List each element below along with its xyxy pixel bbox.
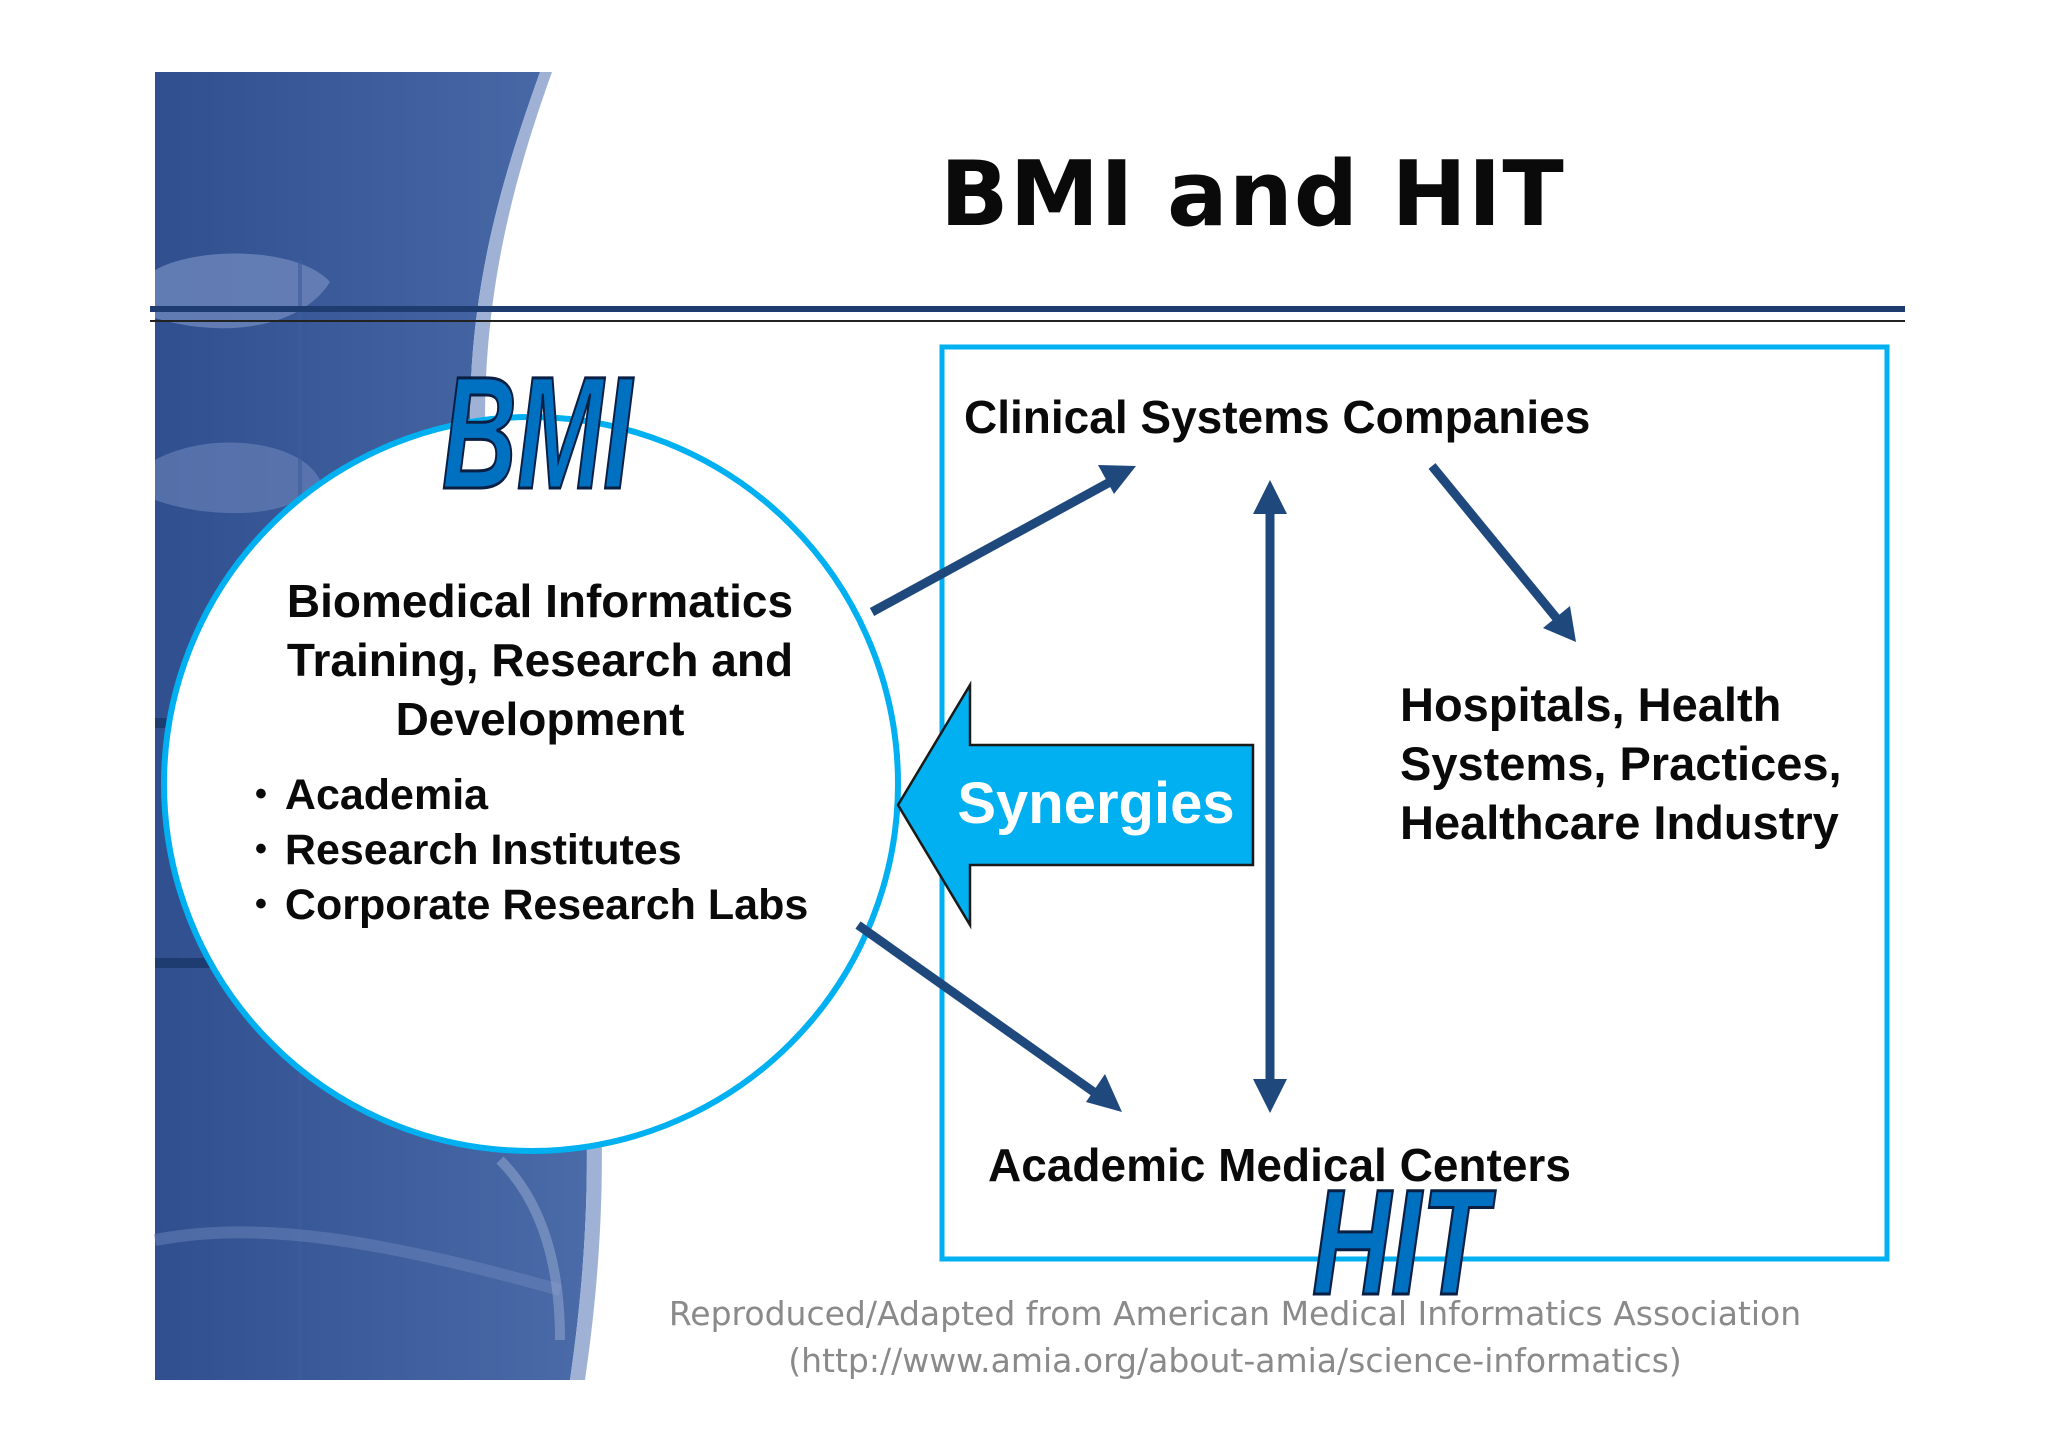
hit-logo-text: HIT bbox=[1312, 1162, 1496, 1302]
hit-logo: HIT bbox=[1311, 1162, 1498, 1302]
bmi-logo: BMI bbox=[441, 350, 636, 500]
list-item-label: Academia bbox=[284, 771, 489, 819]
arrow-clinical-to-hospitals bbox=[1428, 463, 1562, 623]
source-credit: Reproduced/Adapted from American Medical… bbox=[620, 1290, 1850, 1384]
arrow-bmi-to-clinical bbox=[869, 478, 1113, 616]
list-item-label: Corporate Research Labs bbox=[284, 881, 809, 929]
hospitals-label: Hospitals, Health Systems, Practices, He… bbox=[1400, 675, 1842, 852]
synergies-label: Synergies bbox=[957, 771, 1235, 836]
credit-line: Reproduced/Adapted from American Medical… bbox=[668, 1294, 1802, 1333]
hospitals-line: Healthcare Industry bbox=[1400, 796, 1839, 849]
list-item: Research Institutes bbox=[255, 822, 808, 877]
credit-link: (http://www.amia.org/about-amia/science-… bbox=[788, 1341, 1682, 1380]
list-item: Academia bbox=[255, 767, 808, 822]
list-item-label: Research Institutes bbox=[284, 826, 682, 874]
list-item: Corporate Research Labs bbox=[255, 877, 808, 932]
clinical-systems-label: Clinical Systems Companies bbox=[964, 391, 1591, 443]
bmi-heading-line: Training, Research and bbox=[286, 634, 794, 686]
hospitals-line: Systems, Practices, bbox=[1400, 737, 1842, 790]
bmi-bullet-list: Academia Research Institutes Corporate R… bbox=[255, 767, 808, 932]
title-rule-thick bbox=[150, 306, 1905, 312]
title-rule-thin bbox=[150, 320, 1905, 322]
academic-centers-label: Academic Medical Centers bbox=[988, 1139, 1571, 1191]
hospitals-line: Hospitals, Health bbox=[1400, 678, 1782, 731]
synergies-arrow bbox=[896, 680, 1255, 930]
bmi-logo-text: BMI bbox=[442, 350, 634, 500]
page-title: BMI and HIT bbox=[940, 142, 1565, 247]
connector-arrows bbox=[855, 463, 1576, 1113]
bmi-heading-line: Development bbox=[395, 693, 685, 745]
bmi-description: Biomedical Informatics Training, Researc… bbox=[255, 572, 825, 749]
arrow-bmi-to-academic bbox=[855, 921, 1101, 1099]
bmi-heading-line: Biomedical Informatics bbox=[286, 575, 794, 627]
